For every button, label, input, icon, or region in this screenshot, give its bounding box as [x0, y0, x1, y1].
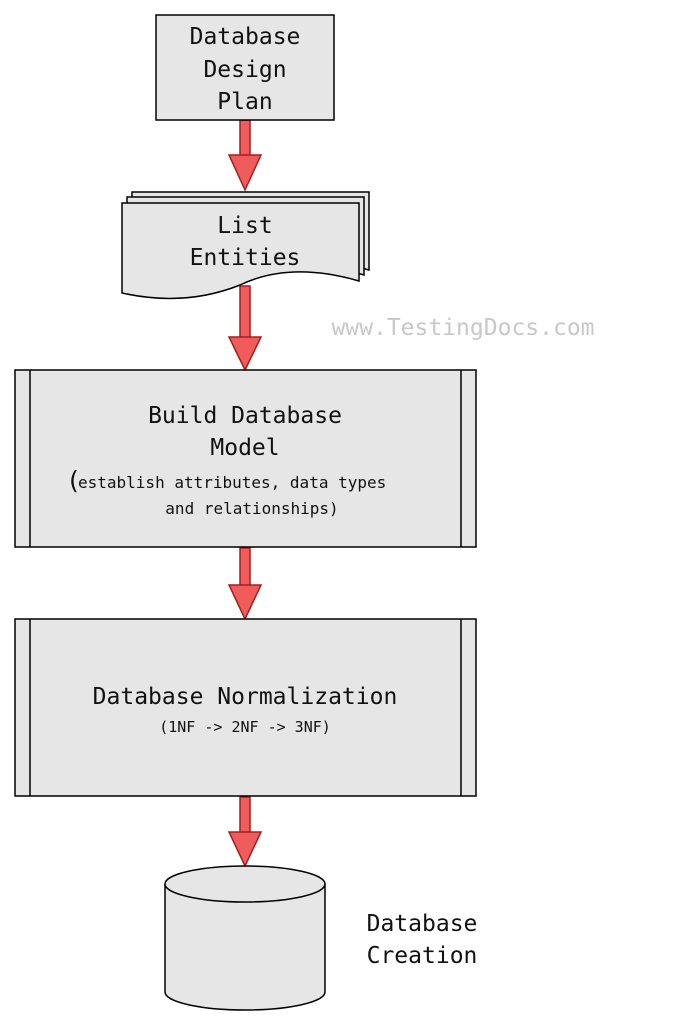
node-database-creation: Database Creation — [164, 865, 478, 1011]
database-cylinder-body — [164, 884, 326, 1011]
node-design-plan: Database Design Plan — [155, 14, 335, 121]
entities-doc-front — [121, 202, 360, 300]
build-model-title-2: Model — [210, 435, 279, 461]
build-model-open-paren: ( — [66, 466, 81, 495]
build-model-box — [14, 369, 477, 548]
arrow-normalization-to-creation — [227, 796, 263, 868]
normalization-title: Database Normalization — [93, 684, 398, 710]
node-normalization: Database Normalization (1NF -> 2NF -> 3N… — [14, 618, 477, 797]
arrow-entities-to-model — [227, 285, 263, 372]
node-list-entities: List Entities — [121, 191, 370, 300]
design-plan-line-1: Database — [190, 24, 301, 50]
build-model-title-1: Build Database — [148, 403, 342, 429]
database-creation-label-2: Creation — [367, 943, 478, 969]
entities-line-2: Entities — [190, 245, 301, 271]
database-creation-label-1: Database — [367, 911, 478, 937]
build-model-detail-2: and relationships) — [165, 499, 338, 518]
database-cylinder-top — [164, 865, 326, 903]
normalization-box — [14, 618, 477, 797]
arrow-model-to-normalization — [227, 547, 263, 621]
build-model-detail-1: establish attributes, data types — [78, 473, 386, 492]
design-plan-line-2: Design — [203, 57, 286, 83]
normalization-subtitle: (1NF -> 2NF -> 3NF) — [159, 718, 331, 736]
design-plan-line-3: Plan — [217, 89, 272, 115]
watermark-text: www.TestingDocs.com — [331, 315, 594, 341]
design-plan-box — [155, 14, 335, 121]
entities-line-1: List — [217, 213, 272, 239]
arrow-plan-to-entities — [227, 119, 263, 192]
node-build-model: Build Database Model ( establish attribu… — [14, 369, 477, 548]
